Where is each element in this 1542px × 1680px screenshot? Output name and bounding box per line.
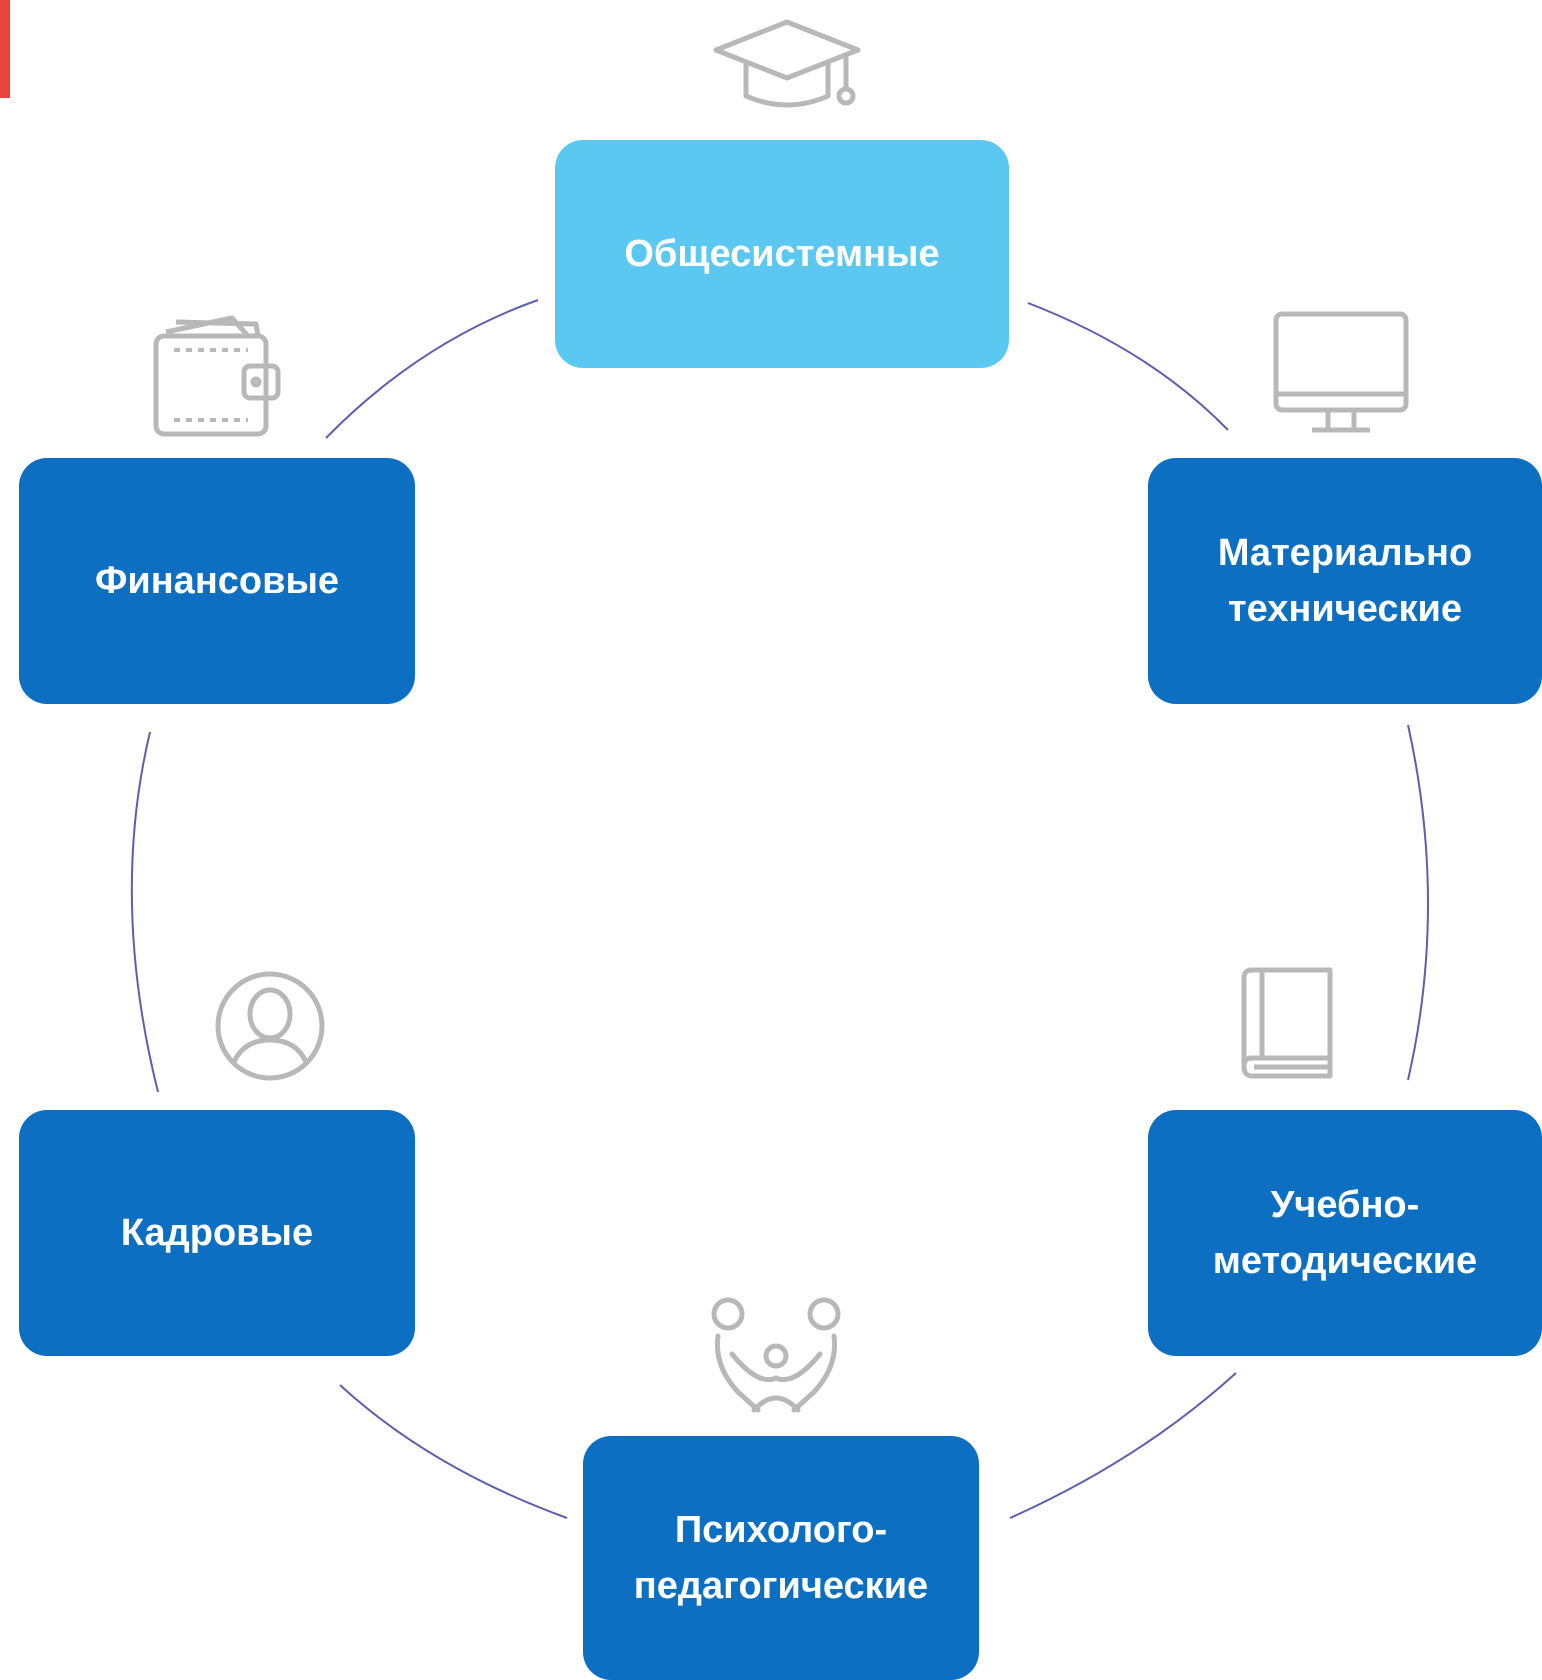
node-financial: Финансовые [19,458,415,704]
family-icon [708,1296,844,1414]
corner-accent-bar [0,0,10,98]
node-personnel: Кадровые [19,1110,415,1356]
node-psychological-pedagogical: Психолого- педагогические [583,1436,979,1680]
connector-psychological-personnel [339,1384,568,1519]
user-icon [214,970,326,1082]
connector-financial-general [325,299,539,439]
node-material-technical: Материально технические [1148,458,1542,704]
connector-personnel-financial [130,731,159,1093]
connector-educational-psychological [1009,1372,1237,1519]
book-icon [1240,966,1336,1080]
connector-general-material [1027,302,1229,431]
monitor-icon [1272,310,1410,436]
node-general: Общесистемные [555,140,1009,368]
connector-material-educational [1407,724,1429,1081]
wallet-icon [152,314,284,438]
graduation-cap-icon [712,18,862,110]
node-educational-methodical: Учебно- методические [1148,1110,1542,1356]
